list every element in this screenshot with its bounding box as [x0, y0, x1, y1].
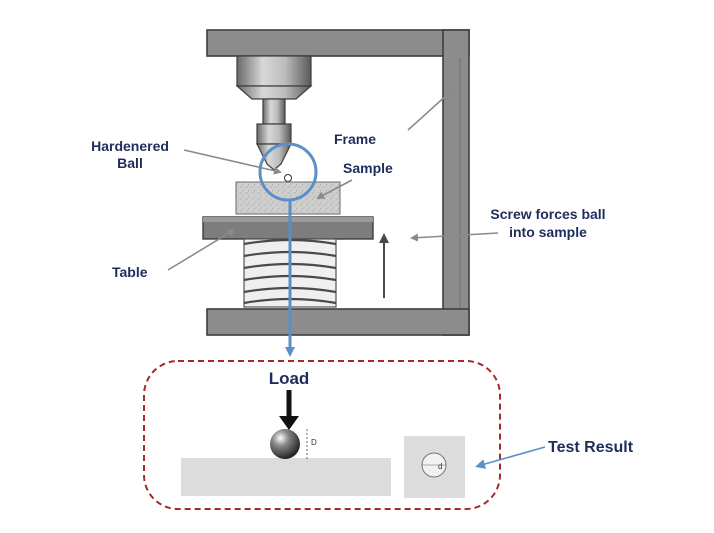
test-result-panel	[143, 360, 501, 510]
screw-pointer	[410, 232, 499, 242]
label-hardened-ball-2: Ball	[117, 155, 143, 171]
indenter-ball	[270, 429, 300, 459]
dimension-D-label: D	[311, 438, 317, 447]
label-screw-2: into sample	[509, 224, 587, 240]
frame	[206, 29, 470, 336]
label-table: Table	[112, 264, 148, 280]
dimension-d-label: d	[438, 462, 442, 471]
label-test-result: Test Result	[548, 439, 634, 456]
label-hardened-ball-1: Hardenered	[91, 138, 169, 154]
frame-pointer	[407, 83, 460, 131]
label-screw-1: Screw forces ball	[490, 206, 605, 222]
table	[202, 216, 374, 240]
sample-pointer	[316, 179, 353, 199]
load-arrow-head	[279, 416, 299, 430]
label-load: Load	[269, 369, 310, 388]
hardened-ball	[284, 174, 292, 182]
label-sample: Sample	[343, 160, 393, 176]
table-pointer	[167, 228, 236, 271]
label-frame: Frame	[334, 131, 376, 147]
test-result-pointer	[475, 446, 546, 469]
indenter-assembly	[235, 55, 313, 171]
highlight-circle	[258, 142, 318, 202]
specimen-surface	[181, 458, 391, 496]
sample-block	[235, 181, 341, 215]
ball-pointer	[183, 149, 282, 175]
